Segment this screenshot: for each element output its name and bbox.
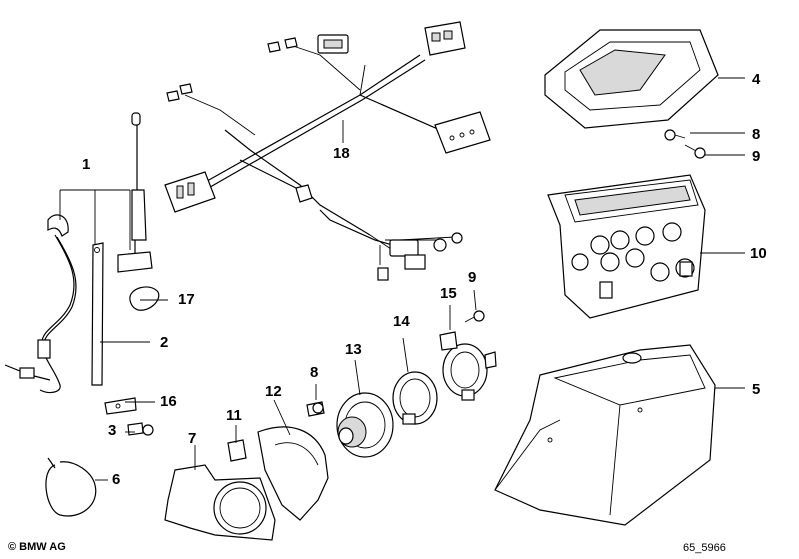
callout-8-lower: 8 — [310, 364, 319, 381]
top-tray — [544, 29, 719, 129]
callout-8-upper: 8 — [752, 126, 761, 143]
callout-14: 14 — [393, 313, 410, 330]
callout-11: 11 — [226, 407, 242, 424]
callout-18: 18 — [333, 145, 350, 162]
speaker-bracket — [439, 331, 497, 401]
wiring-harness — [164, 21, 491, 281]
leader-lines — [59, 77, 745, 481]
callout-13: 13 — [345, 341, 362, 358]
lower-housing — [494, 344, 716, 526]
callout-3: 3 — [108, 422, 117, 439]
speaker-cover — [257, 426, 329, 521]
callout-1: 1 — [82, 156, 91, 173]
push-rivet — [306, 401, 325, 417]
callout-9-lower: 9 — [468, 269, 477, 286]
callout-2: 2 — [160, 334, 169, 351]
callout-10: 10 — [750, 245, 767, 262]
clip-nut — [227, 439, 247, 462]
copyright-label: © BMW AG — [8, 541, 66, 553]
callout-9-upper: 9 — [752, 148, 761, 165]
frame-box — [547, 174, 706, 319]
callout-12: 12 — [265, 383, 282, 400]
callout-7: 7 — [188, 430, 197, 447]
screw-mid — [464, 310, 485, 323]
callout-15: 15 — [440, 285, 457, 302]
screws-right — [664, 129, 706, 159]
hose-clamp — [45, 457, 97, 517]
diagram-code: 65_5966 — [683, 542, 726, 554]
callout-16: 16 — [160, 393, 177, 410]
grommet — [129, 286, 160, 311]
callout-5: 5 — [752, 381, 761, 398]
callout-17: 17 — [178, 291, 195, 308]
speaker-ring — [392, 371, 438, 425]
mounting-plate — [164, 464, 276, 541]
speaker — [336, 392, 394, 458]
antenna-assembly — [4, 112, 153, 394]
callout-6: 6 — [112, 471, 121, 488]
callout-4: 4 — [752, 71, 761, 88]
